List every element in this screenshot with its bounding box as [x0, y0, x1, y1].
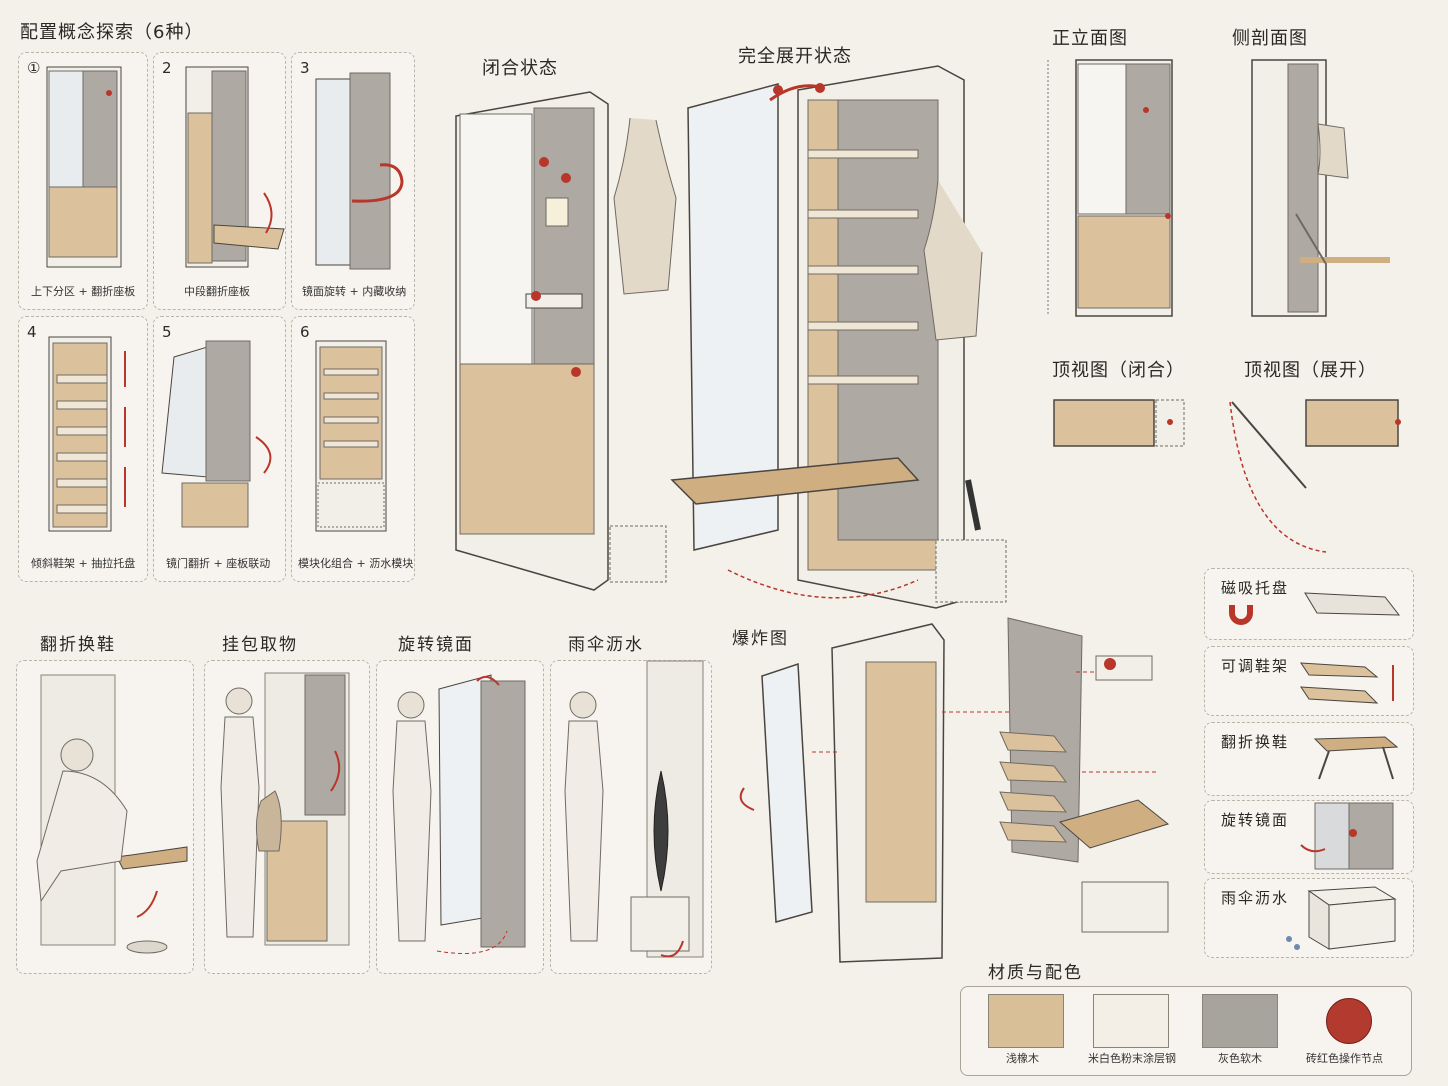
side-section-title: 侧剖面图: [1232, 28, 1308, 49]
concept-4-sketch: [48, 336, 126, 532]
swatch-grey-cork: [1202, 994, 1278, 1048]
material-label: 米白色粉末涂层钢: [1088, 1052, 1176, 1065]
scenario-card-umbrella[interactable]: [550, 660, 712, 974]
concept-card-6[interactable]: 6 模块化组合 + 沥水模块: [291, 316, 415, 582]
scenario-1-title: 翻折换鞋: [40, 635, 116, 655]
concepts-title: 配置概念探索（6种）: [20, 22, 204, 43]
concept-card-1[interactable]: ① 上下分区 + 翻折座板: [18, 52, 148, 310]
detail-card-umbrella-drain[interactable]: 雨伞沥水: [1204, 878, 1414, 958]
detail-label: 旋转镜面: [1221, 811, 1290, 829]
swatch-off-white-steel: [1093, 994, 1169, 1048]
detail-label: 磁吸托盘: [1221, 579, 1290, 597]
scenario-card-rotate-mirror[interactable]: [376, 660, 544, 974]
open-cabinet-illustration: [670, 65, 1007, 609]
top-view-open-title: 顶视图（展开）: [1244, 360, 1377, 381]
detail-card-rotating-mirror[interactable]: 旋转镜面: [1204, 800, 1414, 874]
swatch-brick-red-node: [1326, 998, 1372, 1044]
top-view-closed-title: 顶视图（闭合）: [1052, 360, 1185, 381]
concept-number: 5: [162, 323, 172, 341]
person-sitting-sketch: [36, 674, 188, 954]
detail-card-fold-seat[interactable]: 翻折换鞋: [1204, 722, 1414, 796]
magnet-tray-icon: [1229, 592, 1401, 625]
hinge-icon: [1300, 802, 1394, 870]
concept-card-3[interactable]: 3 镜面旋转 + 内藏收纳: [291, 52, 415, 310]
material-label: 浅橡木: [1006, 1052, 1039, 1065]
exploded-view-title: 爆炸图: [732, 629, 789, 649]
fold-seat-icon: [1313, 736, 1399, 780]
scenario-card-hang-bag[interactable]: [204, 660, 370, 974]
side-section-drawing: [1251, 59, 1390, 317]
top-view-closed-drawing: [1053, 399, 1185, 447]
concept-number: ①: [27, 59, 41, 77]
concept-number: 6: [300, 323, 310, 341]
person-mirror-sketch: [392, 674, 526, 954]
material-label: 灰色软木: [1218, 1052, 1262, 1065]
concept-label: 中段翻折座板: [184, 285, 250, 298]
open-state-title: 完全展开状态: [738, 46, 852, 67]
closed-cabinet-illustration: [455, 91, 677, 591]
materials-title: 材质与配色: [988, 963, 1083, 983]
scenario-3-title: 旋转镜面: [398, 635, 474, 655]
concept-label: 镜门翻折 + 座板联动: [166, 557, 271, 570]
concept-number: 2: [162, 59, 172, 77]
adjustable-rack-icon: [1300, 662, 1394, 704]
concept-card-5[interactable]: 5 镜门翻折 + 座板联动: [153, 316, 286, 582]
person-hanging-bag-sketch: [220, 672, 350, 946]
front-elevation-drawing: [1047, 59, 1173, 317]
scenario-4-title: 雨伞沥水: [568, 635, 644, 655]
concept-1-sketch: [46, 66, 122, 268]
detail-label: 雨伞沥水: [1221, 889, 1290, 907]
detail-card-magnetic-tray[interactable]: 磁吸托盘: [1204, 568, 1414, 640]
concept-card-4[interactable]: 4 倾斜鞋架 + 抽拉托盘: [18, 316, 148, 582]
concept-5-sketch: [161, 340, 272, 528]
concept-label: 镜面旋转 + 内藏收纳: [302, 285, 407, 298]
concept-2-sketch: [185, 66, 285, 268]
closed-state-title: 闭合状态: [482, 58, 558, 79]
exploded-view-drawing: [739, 617, 1170, 963]
scenario-2-title: 挂包取物: [222, 635, 298, 655]
concept-label: 模块化组合 + 沥水模块: [298, 557, 414, 570]
front-elevation-title: 正立面图: [1052, 28, 1128, 49]
detail-label: 翻折换鞋: [1221, 733, 1290, 751]
concept-number: 3: [300, 59, 310, 77]
swatch-light-oak: [988, 994, 1064, 1048]
scenario-card-change-shoes[interactable]: [16, 660, 194, 974]
person-umbrella-sketch: [564, 660, 704, 958]
top-view-open-drawing: [1229, 399, 1401, 553]
concept-6-sketch: [315, 340, 387, 532]
detail-label: 可调鞋架: [1221, 657, 1290, 675]
concept-label: 倾斜鞋架 + 抽拉托盘: [31, 557, 136, 570]
concept-number: 4: [27, 323, 37, 341]
detail-card-adjustable-rack[interactable]: 可调鞋架: [1204, 646, 1414, 716]
drain-tray-icon: [1286, 886, 1397, 950]
concept-card-2[interactable]: 2 中段翻折座板: [153, 52, 286, 310]
concept-label: 上下分区 + 翻折座板: [31, 285, 136, 298]
material-label: 砖红色操作节点: [1306, 1052, 1383, 1065]
concept-3-sketch: [315, 72, 404, 270]
